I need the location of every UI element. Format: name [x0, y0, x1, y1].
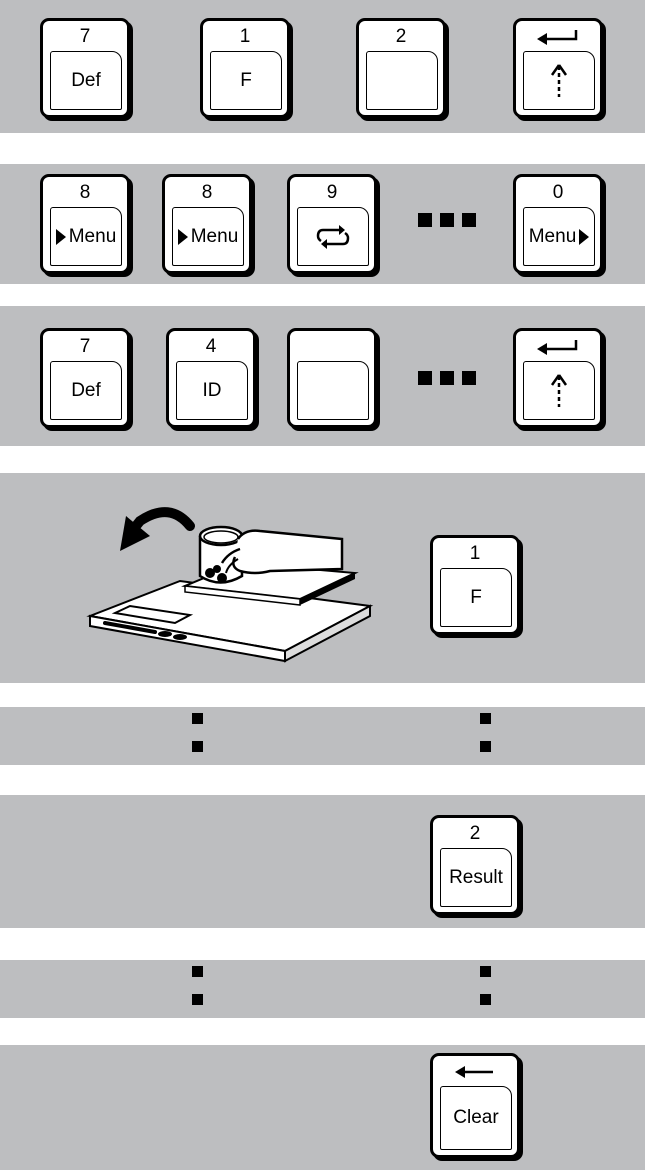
row-8-band: Clear	[0, 1045, 645, 1170]
menu-label: Menu	[69, 226, 117, 248]
ellipsis-squares	[418, 371, 476, 385]
ellipsis-dot	[192, 994, 203, 1005]
left-arrow-icon	[433, 1056, 517, 1088]
row-6-band: 2 Result	[0, 795, 645, 928]
row-2-band: 8 Menu 8 Menu 9 0 Menu	[0, 164, 645, 284]
up-arrow-dashed-icon	[523, 51, 595, 110]
key-label: Menu	[172, 207, 244, 266]
key-number: 2	[433, 818, 517, 850]
key-menu-right[interactable]: 0 Menu	[513, 174, 603, 274]
triangle-right-icon	[579, 229, 589, 245]
key-number: 0	[516, 177, 600, 209]
key-clear[interactable]: Clear	[430, 1053, 520, 1158]
key-result[interactable]: 2 Result	[430, 815, 520, 915]
ellipsis-squares	[418, 213, 476, 227]
row-5-band	[0, 707, 645, 765]
menu-label: Menu	[191, 226, 239, 248]
key-number: 4	[169, 331, 253, 363]
key-f[interactable]: 1 F	[200, 18, 290, 118]
key-number	[290, 331, 374, 363]
return-arrow-icon	[516, 21, 600, 53]
key-label	[366, 51, 438, 110]
hand	[233, 531, 342, 573]
key-number: 7	[43, 21, 127, 53]
key-enter[interactable]	[513, 328, 603, 428]
key-number: 8	[43, 177, 127, 209]
ellipsis-dot	[192, 966, 203, 977]
key-number: 7	[43, 331, 127, 363]
curved-arrow-icon	[132, 512, 190, 531]
key-label: Def	[50, 361, 122, 420]
key-number: 1	[433, 538, 517, 570]
key-enter[interactable]	[513, 18, 603, 118]
balance-illustration	[70, 481, 400, 671]
key-number: 1	[203, 21, 287, 53]
ellipsis-dot	[192, 741, 203, 752]
key-label: Menu	[523, 207, 595, 266]
key-label: Clear	[440, 1086, 512, 1150]
ellipsis-dot	[192, 713, 203, 724]
key-menu-left-a[interactable]: 8 Menu	[40, 174, 130, 274]
menu-label: Menu	[529, 226, 577, 248]
return-arrow-icon	[516, 331, 600, 363]
key-f[interactable]: 1 F	[430, 535, 520, 635]
row-3-band: 7 Def 4 ID	[0, 306, 645, 446]
key-label: Menu	[50, 207, 122, 266]
key-label	[297, 361, 369, 420]
key-menu-left-b[interactable]: 8 Menu	[162, 174, 252, 274]
ellipsis-dot	[480, 741, 491, 752]
ellipsis-dot	[480, 966, 491, 977]
row-1-band: 7 Def 1 F 2	[0, 0, 645, 133]
key-number: 8	[165, 177, 249, 209]
key-label: F	[440, 568, 512, 627]
key-blank[interactable]	[287, 328, 377, 428]
ellipsis-dot	[480, 994, 491, 1005]
key-id[interactable]: 4 ID	[166, 328, 256, 428]
key-cycle[interactable]: 9	[287, 174, 377, 274]
row-4-band: 1 F	[0, 473, 645, 683]
cycle-arrows-icon	[297, 207, 369, 266]
triangle-right-icon	[178, 229, 188, 245]
key-2-blank[interactable]: 2	[356, 18, 446, 118]
up-arrow-dashed-icon	[523, 361, 595, 420]
triangle-right-icon	[56, 229, 66, 245]
key-number: 2	[359, 21, 443, 53]
ellipsis-dot	[480, 713, 491, 724]
key-def[interactable]: 7 Def	[40, 18, 130, 118]
key-label: ID	[176, 361, 248, 420]
key-number: 9	[290, 177, 374, 209]
key-def[interactable]: 7 Def	[40, 328, 130, 428]
key-label: Def	[50, 51, 122, 110]
key-label: F	[210, 51, 282, 110]
key-label: Result	[440, 848, 512, 907]
row-7-band	[0, 960, 645, 1018]
